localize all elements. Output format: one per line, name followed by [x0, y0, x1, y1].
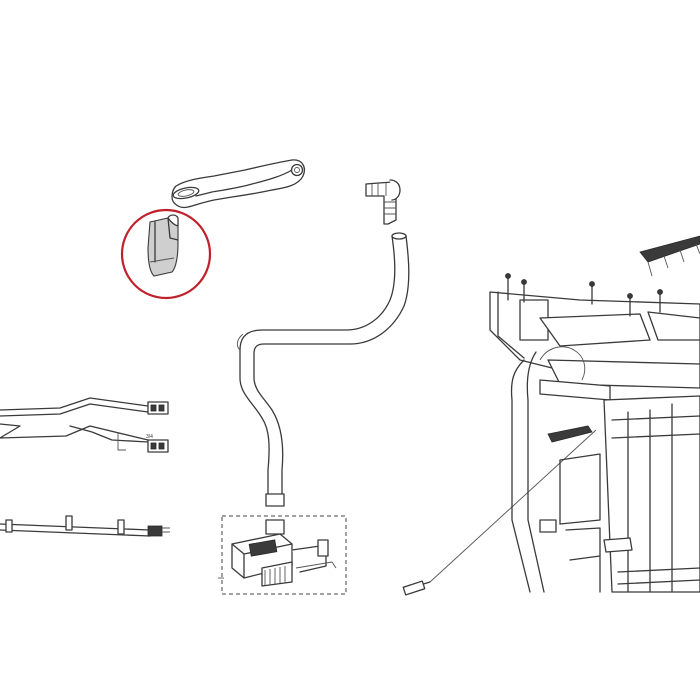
main-unit-assembly[interactable]: [489, 235, 700, 593]
elbow-fitting-part[interactable]: [365, 179, 401, 225]
power-cable-part[interactable]: [0, 515, 170, 537]
wiring-harness-part[interactable]: 3/4: [0, 397, 169, 453]
latch-clip-part[interactable]: [147, 214, 179, 277]
highlighted-part[interactable]: [120, 208, 212, 300]
inlet-valve-assembly[interactable]: [218, 515, 347, 595]
sensor-leader-line: [429, 429, 597, 583]
top-rack-part[interactable]: [639, 235, 700, 277]
lever-arm-part[interactable]: [171, 159, 306, 209]
connector-mark-label: 3/4: [146, 434, 153, 440]
drain-hose-part[interactable]: [236, 232, 410, 507]
sensor-part[interactable]: [402, 429, 597, 596]
valve-detail-box: [221, 515, 347, 595]
screw-studs: [505, 273, 663, 317]
highlight-circle: [120, 208, 212, 300]
inlet-valve-part[interactable]: [231, 519, 337, 587]
